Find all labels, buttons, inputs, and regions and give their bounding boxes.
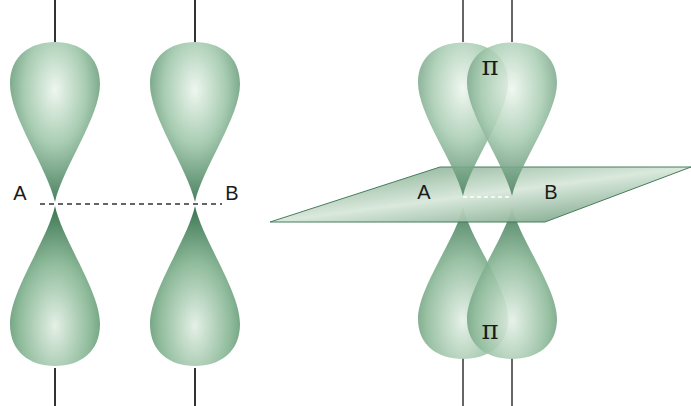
bond-label: π <box>479 317 500 343</box>
bond-label: π <box>479 53 500 79</box>
nodal-plane <box>270 167 691 222</box>
atom-label: A <box>11 183 28 203</box>
atom-label: B <box>223 183 240 203</box>
atom-label: B <box>542 182 559 202</box>
internuclear-axis <box>40 203 222 205</box>
atom-label: A <box>415 182 432 202</box>
